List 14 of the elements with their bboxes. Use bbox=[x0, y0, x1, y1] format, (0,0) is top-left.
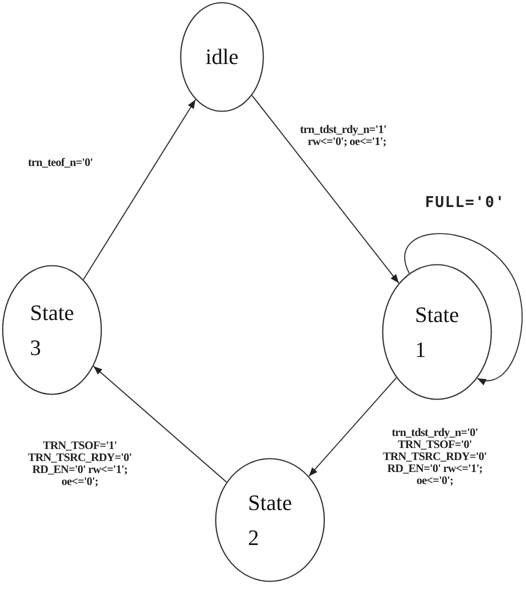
transition-arrow bbox=[404, 233, 523, 385]
state-name: State 3 bbox=[30, 298, 74, 362]
transition-condition: FULL='0' bbox=[425, 195, 506, 211]
transition-arrow bbox=[83, 99, 196, 280]
transition-condition: trn_tdst_rdy_n='0' TRN_TSOF='0' TRN_TSRC_RDY='0' RD_EN='0' rw<='1'; oe<='0'; bbox=[383, 427, 487, 488]
transition-condition: trn_teof_n='0' bbox=[28, 157, 93, 170]
transition-arrow bbox=[93, 366, 227, 482]
transition-arrow bbox=[308, 377, 397, 477]
state-name: State 2 bbox=[248, 488, 292, 552]
transition-arrow bbox=[252, 95, 400, 284]
state-name: State 1 bbox=[415, 300, 459, 364]
transition-condition: trn_tdst_rdy_n='1' rw<='0'; oe<='1'; bbox=[300, 124, 386, 148]
transition-condition: TRN_TSOF='1' TRN_TSRC_RDY='0' RD_EN='0' rw<='1'; oe<='0'; bbox=[28, 440, 132, 488]
state-name: idle bbox=[206, 43, 238, 72]
